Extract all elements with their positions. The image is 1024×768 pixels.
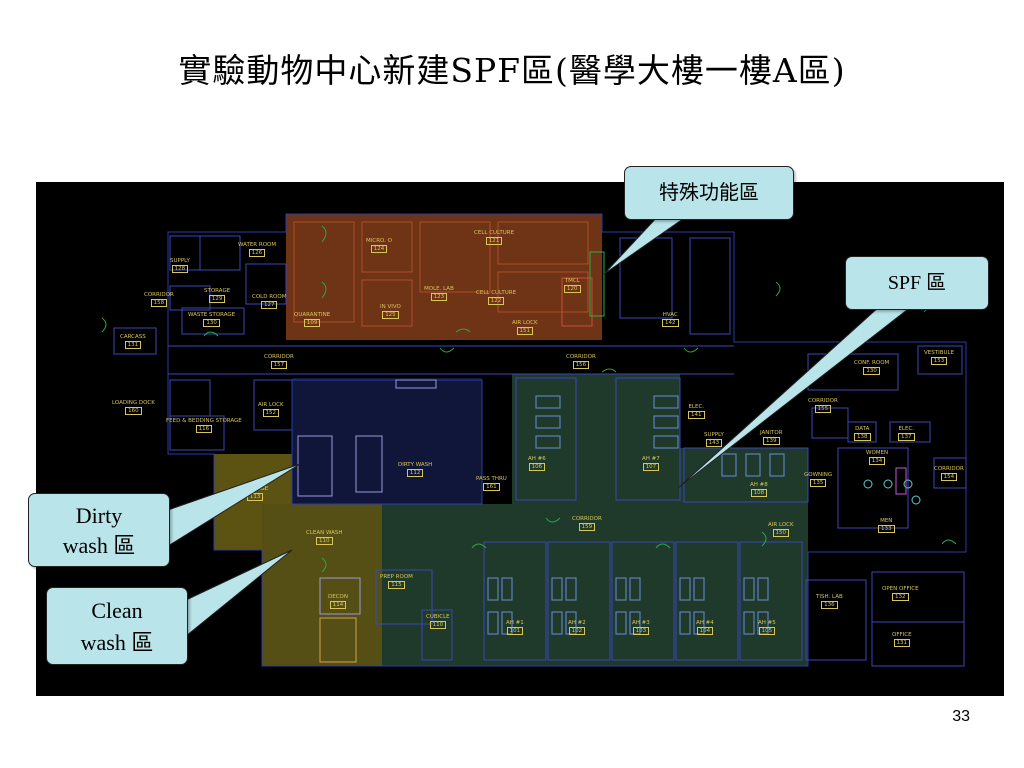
dirty-wash-callout-line2: wash 區 — [62, 533, 136, 558]
door-swings — [101, 225, 957, 573]
clean-wash-zone — [262, 504, 382, 666]
dirty-wash-callout: Dirty wash 區 — [28, 493, 170, 567]
slide-title: 實驗動物中心新建SPF區(醫學大樓一樓A區) — [178, 51, 846, 90]
functional-zone — [286, 214, 602, 340]
spf-zone-right — [680, 448, 808, 504]
clean-wash-callout-line1: Clean — [91, 598, 143, 623]
page-number: 33 — [952, 708, 970, 725]
dirty-wash-callout-line1: Dirty — [75, 503, 123, 528]
functional-zone-callout: 特殊功能區 — [624, 166, 794, 220]
corridor-zone — [292, 378, 482, 504]
spf-zone-lower — [382, 504, 808, 666]
spf-zone-upper — [512, 374, 680, 504]
room-label: ELEC.141 — [688, 404, 705, 419]
clean-wash-callout-line2: wash 區 — [80, 630, 154, 655]
spf-zone-callout: SPF 區 — [845, 256, 989, 310]
clean-wash-callout: Clean wash 區 — [46, 587, 188, 665]
room-label: ELEC.137 — [898, 426, 915, 441]
